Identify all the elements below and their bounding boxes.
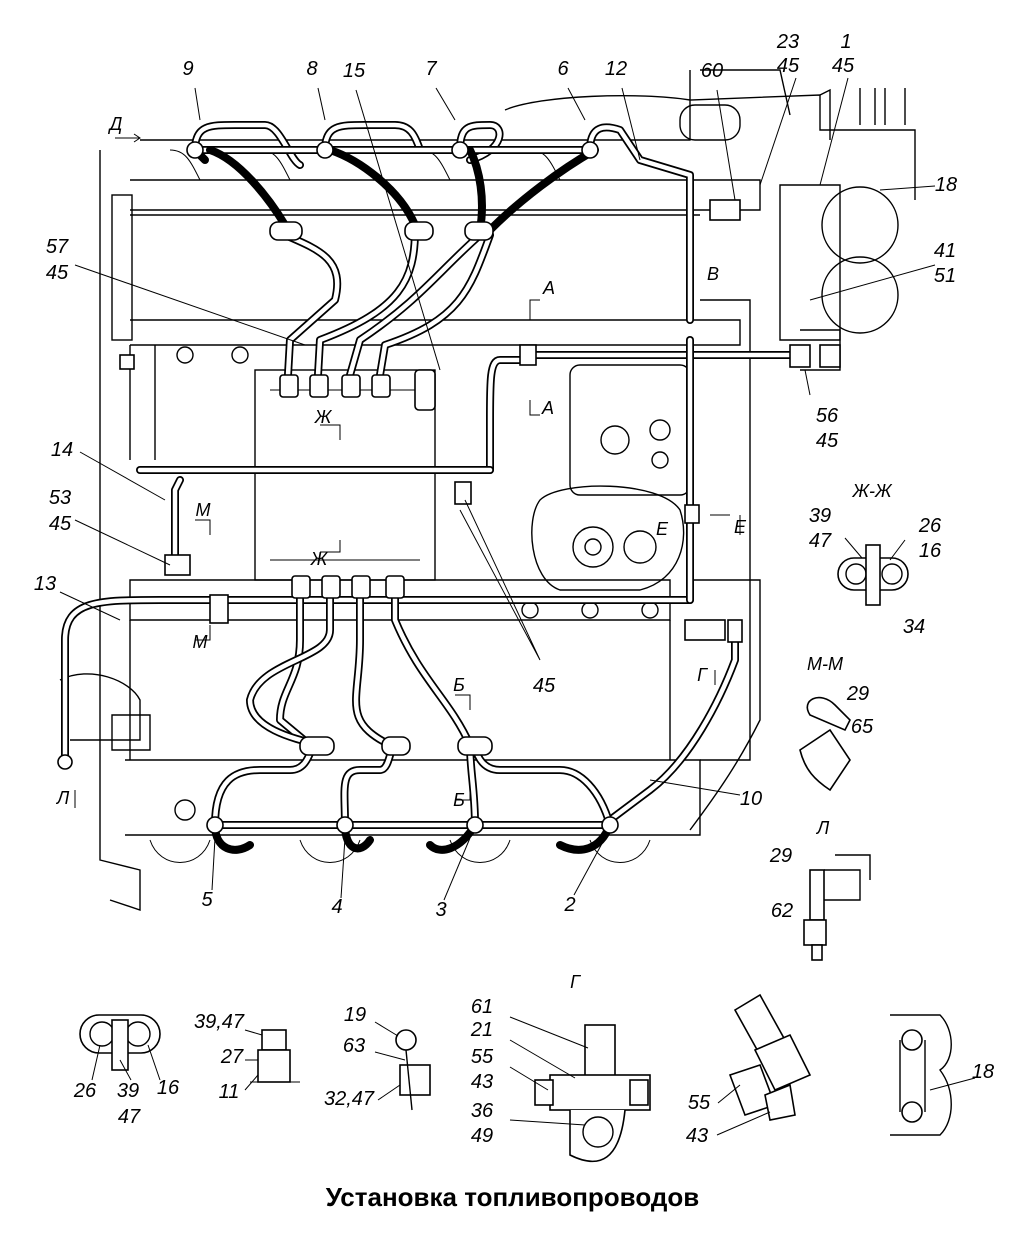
detail-callout-label: 34 xyxy=(903,616,925,638)
fuel-pipes-lower xyxy=(211,586,614,854)
callout-label: 45 xyxy=(49,513,72,535)
section-mark: М xyxy=(196,500,211,520)
callout-label: 45 xyxy=(777,55,800,77)
section-mark: Г xyxy=(697,665,708,685)
callout-label: 9 xyxy=(182,58,193,80)
detail-callout-label: 29 xyxy=(846,683,869,705)
callout-label: 6 xyxy=(557,58,569,80)
callout-label: 55 xyxy=(688,1092,711,1114)
detail-clamp-left xyxy=(79,1014,161,1081)
callout-label: 4 xyxy=(331,896,342,918)
detail-18-bracket xyxy=(890,1014,976,1136)
section-lines xyxy=(74,133,741,808)
callout-label: 12 xyxy=(605,58,627,80)
detail-callout-label: 65 xyxy=(851,716,874,738)
callout-label: 11 xyxy=(219,1081,240,1103)
leader-lines xyxy=(59,77,936,901)
section-mark: А xyxy=(542,278,555,298)
fuel-pipes-upper xyxy=(191,121,694,379)
detail-callout-label: 61 xyxy=(471,996,493,1018)
callout-label: 63 xyxy=(343,1035,365,1057)
callout-label: 56 xyxy=(816,405,839,427)
callout-label: 18 xyxy=(935,174,957,196)
callout-label: 39,47 xyxy=(194,1011,245,1033)
diagram-title: Установка топливопроводов xyxy=(325,1182,700,1212)
callout-label: 51 xyxy=(934,265,956,287)
callout-label: 45 xyxy=(533,675,556,697)
section-mark: М xyxy=(193,632,208,652)
detail-clip xyxy=(374,1021,431,1111)
detail-view-title: М-М xyxy=(807,654,843,674)
section-mark: Д xyxy=(108,114,123,134)
detail-callout-label: 21 xyxy=(470,1019,493,1041)
callout-label: 23 xyxy=(776,31,799,53)
callout-label: 7 xyxy=(425,58,437,80)
detail-callout-label: 26 xyxy=(918,515,942,537)
callout-label: 19 xyxy=(344,1004,366,1026)
detail-callout-label: 29 xyxy=(769,845,792,867)
detail-l xyxy=(803,854,871,961)
callout-label: 14 xyxy=(51,439,73,461)
detail-callout-label: 49 xyxy=(471,1125,493,1147)
section-mark: Б xyxy=(453,675,465,695)
detail-fitting-angled xyxy=(716,993,812,1136)
detail-view-title: Г xyxy=(570,972,581,992)
callout-label: 16 xyxy=(157,1077,180,1099)
detail-callout-label: 36 xyxy=(471,1100,494,1122)
callout-label: 60 xyxy=(701,60,723,82)
callout-label: 13 xyxy=(34,573,56,595)
detail-g xyxy=(509,1016,651,1163)
detail-view-title: Ж-Ж xyxy=(851,481,893,501)
callout-label: 1 xyxy=(840,31,851,53)
callout-label: 10 xyxy=(740,788,762,810)
callout-label: 5 xyxy=(201,889,213,911)
callout-label: 26 xyxy=(73,1080,97,1102)
callout-label: 3 xyxy=(435,899,446,921)
detail-callout-label: 47 xyxy=(809,530,832,552)
callout-label: 27 xyxy=(220,1046,244,1068)
detail-callout-label: 43 xyxy=(471,1071,493,1093)
engine-body xyxy=(59,69,916,911)
callout-label: 2 xyxy=(563,894,575,916)
callout-label: 57 xyxy=(46,236,69,258)
detail-callout-label: 62 xyxy=(771,900,793,922)
section-mark: Ж xyxy=(314,407,333,427)
section-mark: Л xyxy=(56,788,70,808)
callout-label: 45 xyxy=(816,430,839,452)
section-mark: Е xyxy=(734,517,747,537)
detail-callout-label: 16 xyxy=(919,540,942,562)
callout-label: 8 xyxy=(306,58,317,80)
callout-label: 45 xyxy=(46,262,69,284)
section-mark: А xyxy=(541,398,554,418)
detail-bolt xyxy=(244,1029,300,1091)
section-mark: В xyxy=(707,264,719,284)
callout-label: 39 xyxy=(117,1080,139,1102)
callout-label: 53 xyxy=(49,487,71,509)
pipe-fittings xyxy=(57,141,841,834)
detail-callout-label: 55 xyxy=(471,1046,494,1068)
section-mark: Ж xyxy=(310,549,329,569)
callout-label: 45 xyxy=(832,55,855,77)
detail-view-title: Л xyxy=(816,818,830,838)
detail-callout-label: 39 xyxy=(809,505,831,527)
section-marks: Д А В Ж А М Ж Е Е М Б Г Б Л xyxy=(56,114,747,810)
callout-label: 15 xyxy=(343,60,366,82)
fuel-pipes-return xyxy=(61,336,794,824)
detail-zh-zh xyxy=(837,537,909,606)
bottom-callout-labels: 26 39 16 47 39,47 27 11 19 63 32,47 55 43 18 xyxy=(73,1004,994,1147)
callout-label: 41 xyxy=(934,240,956,262)
callout-label: 32,47 xyxy=(324,1088,375,1110)
callout-label: 18 xyxy=(972,1061,994,1083)
section-mark: Е xyxy=(656,519,669,539)
section-mark: Б xyxy=(453,790,465,810)
callout-label: 47 xyxy=(118,1106,141,1128)
callout-label: 43 xyxy=(686,1125,708,1147)
detail-m-m xyxy=(799,696,851,792)
